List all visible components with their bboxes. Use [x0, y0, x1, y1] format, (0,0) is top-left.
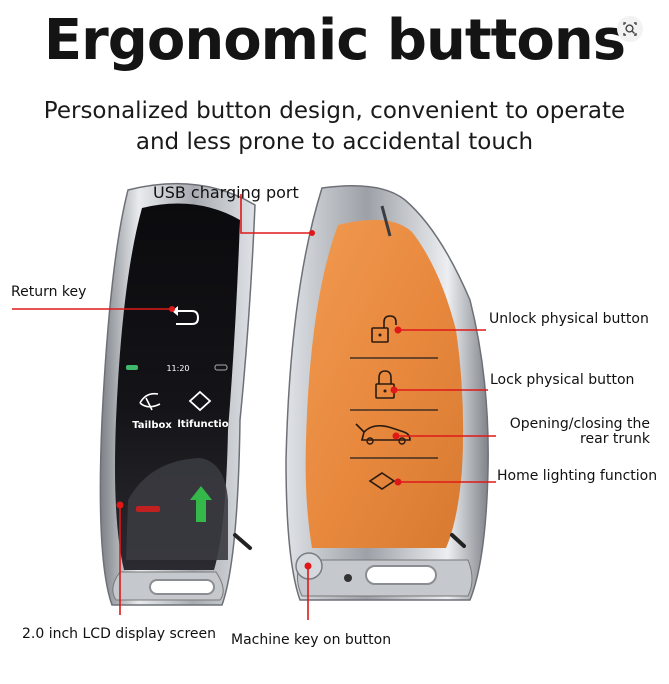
right-keyring-slot	[365, 565, 437, 585]
callout-lines	[12, 194, 496, 620]
callout-rear-trunk-line-2: rear trunk	[580, 431, 650, 447]
callout-usb-port: USB charging port	[153, 183, 299, 202]
subheadline-line-1: Personalized button design, convenient t…	[43, 98, 626, 124]
headline: Ergonomic buttons	[43, 8, 626, 73]
right-fob	[285, 184, 489, 601]
signal-indicator-icon	[214, 364, 228, 371]
callout-return-key: Return key	[11, 284, 87, 300]
lens-search-icon[interactable]	[617, 16, 643, 42]
return-arrow-icon	[172, 306, 200, 325]
callout-home-lighting: Home lighting function	[497, 468, 658, 484]
callout-unlock-button: Unlock physical button	[489, 311, 649, 327]
battery-indicator-icon	[126, 365, 138, 370]
open-trunk-arrow-icon	[190, 486, 212, 522]
subheadline-line-2: and less prone to accidental touch	[135, 129, 534, 155]
screen-item-tailbox: Tailbox	[132, 420, 172, 431]
rear-trunk-car-icon	[355, 423, 411, 445]
home-light-diamond-icon	[368, 472, 396, 490]
screen-item-multifunction: ltifunctio	[177, 419, 228, 430]
subheadline: Personalized button design, convenient t…	[0, 96, 669, 158]
callout-rear-trunk: Opening/closing the rear trunk	[500, 417, 650, 447]
tailbox-car-icon	[139, 392, 161, 411]
callout-lcd-screen: 2.0 inch LCD display screen	[22, 626, 217, 642]
callout-machine-key: Machine key on button	[231, 632, 392, 648]
callout-dots	[116, 230, 402, 570]
callout-rear-trunk-line-1: Opening/closing the	[509, 416, 650, 432]
multifunction-diamond-icon	[188, 390, 212, 412]
left-fob: 11:20 Tailbox ltifunctio	[99, 182, 256, 606]
unlock-padlock-icon	[371, 315, 397, 343]
callout-lock-button: Lock physical button	[490, 372, 635, 388]
left-keyring-slot	[149, 579, 215, 595]
screen-time: 11:20	[166, 364, 189, 373]
